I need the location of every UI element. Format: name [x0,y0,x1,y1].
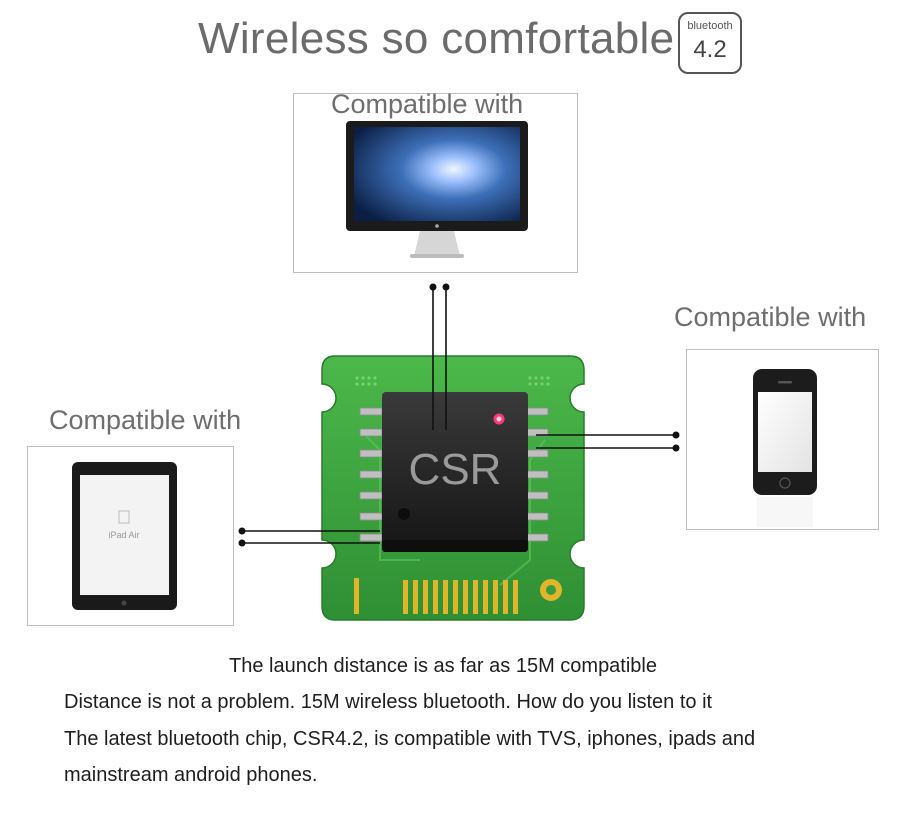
bluetooth-badge: bluetooth 4.2 [678,12,742,74]
tablet-compatible-label: Compatible with [49,405,242,435]
tablet-screen-text: iPad Air [108,530,139,540]
description-line-4: mainstream android phones. [64,764,318,786]
monitor-image [346,121,528,258]
bluetooth-badge-version: 4.2 [693,36,727,63]
chip-pins [359,407,549,542]
monitor-compatible-label: Compatible with [331,89,524,119]
bluetooth-badge-word: bluetooth [687,20,733,32]
phone-image [753,369,817,527]
csr-chip [382,392,528,552]
description-line-1: The launch distance is as far as 15M com… [229,655,657,677]
chip-label: CSR [409,445,502,494]
page-title: Wireless so comfortable [198,14,675,63]
connector-lines [242,287,676,544]
description-line-2: Distance is not a problem. 15M wireless … [64,691,713,713]
phone-compatible-label: Compatible with [674,302,867,332]
description-line-3: The latest bluetooth chip, CSR4.2, is co… [64,728,756,750]
tablet-image [72,462,177,610]
connector-dots [238,283,680,547]
